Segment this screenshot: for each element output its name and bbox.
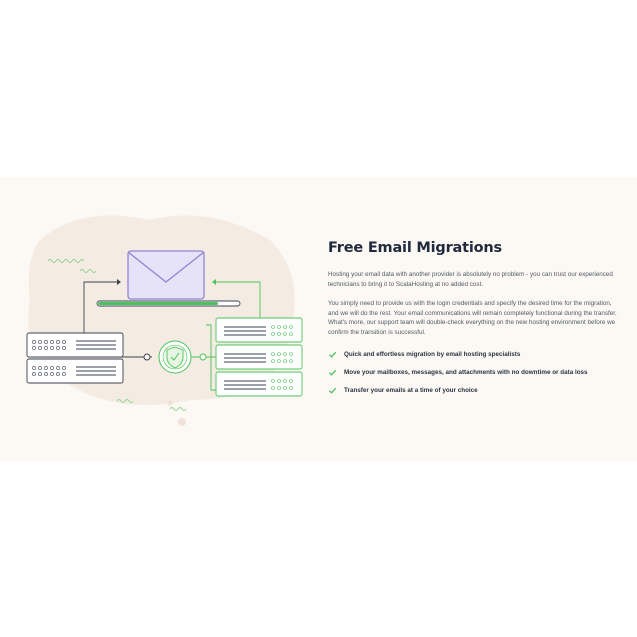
section-title: Free Email Migrations <box>328 240 502 256</box>
decor-squiggle <box>47 259 85 263</box>
envelope-icon <box>127 250 205 300</box>
details-paragraph: You simply need to provide us with the l… <box>328 300 617 336</box>
decor-squiggle <box>169 407 187 411</box>
connector-line <box>213 281 261 318</box>
feature-item: Move your mailboxes, messages, and attac… <box>328 368 623 377</box>
feature-item: Quick and effortless migration by email … <box>328 350 623 359</box>
intro-paragraph: Hosting your email data with another pro… <box>328 271 613 288</box>
decor-dot <box>178 418 186 426</box>
feature-text: Quick and effortless migration by email … <box>344 350 521 358</box>
connector-arrow <box>117 279 121 285</box>
feature-text: Move your mailboxes, messages, and attac… <box>344 368 588 376</box>
migration-content: Free Email Migrations Hosting your email… <box>328 240 623 404</box>
decor-squiggle <box>116 399 134 403</box>
feature-item: Transfer your emails at a time of your c… <box>328 386 623 395</box>
connector-line <box>83 281 119 333</box>
feature-text: Transfer your emails at a time of your c… <box>344 386 478 394</box>
shield-check-icon <box>158 340 192 374</box>
connector-line <box>206 324 216 391</box>
destination-server-icon <box>215 317 303 397</box>
check-icon <box>328 351 337 358</box>
check-icon <box>328 369 337 376</box>
connector-arrow <box>212 279 216 285</box>
check-icon <box>328 387 337 394</box>
migration-illustration <box>26 215 303 426</box>
source-server-icon <box>26 332 124 384</box>
decor-squiggle <box>79 269 97 273</box>
feature-list: Quick and effortless migration by email … <box>328 350 623 395</box>
transfer-progress-bar <box>96 300 241 307</box>
decor-dot <box>167 400 173 406</box>
